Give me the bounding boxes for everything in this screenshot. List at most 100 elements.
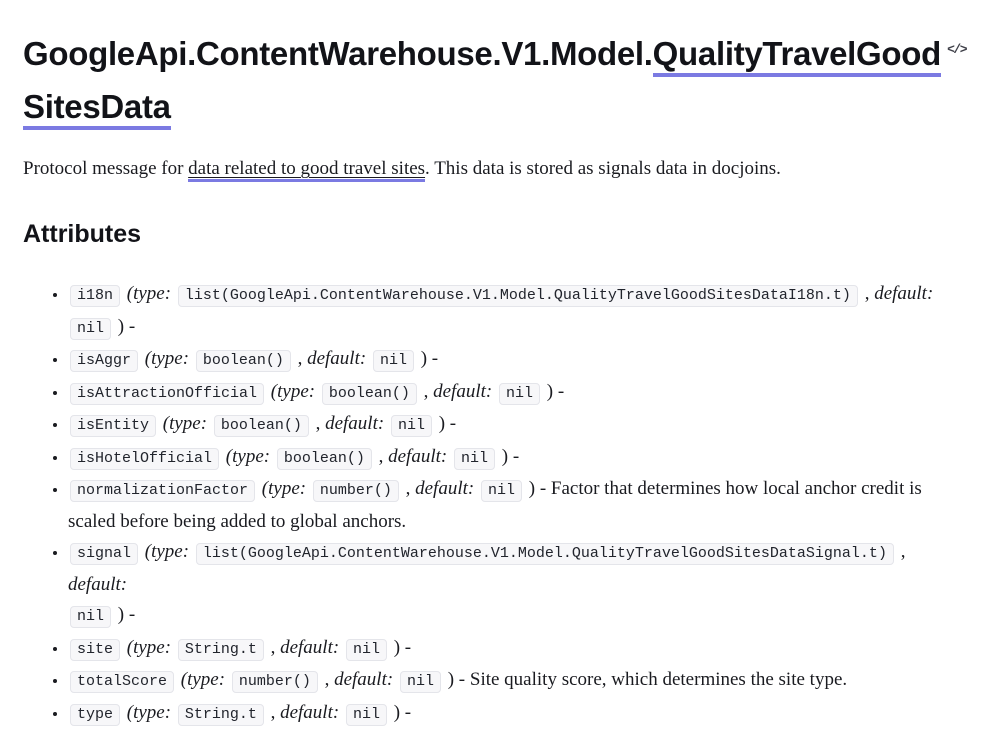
type-label: (type:	[225, 445, 271, 467]
attribute-default-code: nil	[372, 350, 414, 372]
attribute-item: signal (type: list(GoogleApi.ContentWare…	[68, 537, 962, 633]
close-paren: )	[528, 478, 536, 499]
close-paren: )	[447, 669, 455, 690]
comma: ,	[270, 701, 276, 723]
dash: -	[404, 636, 412, 658]
type-label: (type:	[144, 541, 190, 562]
comma: ,	[405, 478, 411, 499]
open-paren: (	[225, 445, 233, 467]
close-paren: )	[420, 348, 428, 369]
default-label: default:	[415, 478, 475, 499]
close-paren: )	[501, 445, 509, 467]
default-label: default:	[280, 636, 340, 658]
attribute-name-code: type	[70, 703, 121, 726]
comma: ,	[900, 541, 906, 562]
default-label: default:	[325, 413, 385, 434]
close-paren: )	[438, 413, 446, 434]
type-label: (type:	[180, 669, 226, 690]
attribute-name-code: isHotelOfficial	[70, 447, 220, 470]
page-title: GoogleApi.ContentWarehouse.V1.Model.Qual…	[23, 27, 967, 133]
attribute-default-code: nil	[345, 638, 387, 661]
dash: -	[128, 315, 136, 337]
attribute-default-code: nil	[399, 671, 441, 693]
attribute-name-code: normalizationFactor	[70, 480, 256, 502]
attribute-description: Site quality score, which determines the…	[465, 669, 848, 690]
type-label: (type:	[162, 413, 208, 434]
type-label: (type:	[270, 380, 316, 402]
close-paren: )	[393, 636, 401, 658]
attribute-default-code: nil	[498, 382, 540, 405]
open-paren: (	[126, 636, 134, 658]
attribute-type-code: boolean()	[213, 415, 309, 437]
open-paren: (	[144, 541, 152, 562]
attribute-type-code: number()	[231, 671, 318, 693]
dash: -	[449, 413, 457, 434]
attribute-name-code: isAttractionOfficial	[70, 382, 265, 405]
attribute-item: totalScore (type: number() , default: ni…	[68, 665, 962, 698]
attribute-item: isEntity (type: boolean() , default: nil…	[68, 409, 962, 442]
type-label: (type:	[126, 701, 172, 723]
attribute-name-code: isEntity	[70, 415, 157, 437]
description-prefix: Protocol message for	[23, 158, 189, 179]
attribute-default-code: nil	[345, 703, 387, 726]
attribute-name-code: isAggr	[70, 350, 139, 372]
attribute-item: isAttractionOfficial (type: boolean() , …	[68, 377, 962, 410]
attribute-description: Factor that determines how local anchor …	[68, 478, 922, 532]
attribute-default-code: nil	[70, 606, 112, 628]
default-label: default:	[307, 348, 367, 369]
attribute-type-code: number()	[312, 480, 399, 502]
open-paren: (	[144, 348, 152, 369]
attribute-default-code: nil	[70, 317, 112, 340]
type-label: (type:	[126, 283, 172, 304]
attribute-type-code: boolean()	[276, 447, 372, 470]
attribute-type-code: boolean()	[195, 350, 291, 372]
dash: -	[557, 380, 565, 402]
attribute-default-code: nil	[480, 480, 522, 502]
close-paren: )	[546, 380, 554, 402]
close-paren: )	[117, 315, 125, 337]
default-label: default:	[280, 701, 340, 723]
title-prefix: GoogleApi.ContentWarehouse.V1.Model.	[23, 35, 653, 72]
open-paren: (	[261, 478, 269, 499]
attribute-item: i18n (type: list(GoogleApi.ContentWareho…	[68, 279, 962, 344]
view-source-icon[interactable]: </>	[947, 42, 967, 57]
default-label: default:	[334, 669, 394, 690]
attributes-list: i18n (type: list(GoogleApi.ContentWareho…	[23, 279, 962, 730]
comma: ,	[423, 380, 429, 402]
close-paren: )	[117, 604, 125, 625]
title-module-link[interactable]: QualityTravelGoodSitesData	[23, 35, 941, 130]
comma: ,	[270, 636, 276, 658]
attribute-item: isAggr (type: boolean() , default: nil )…	[68, 344, 962, 377]
description-link[interactable]: data related to good travel sites	[188, 158, 426, 182]
attribute-default-code: nil	[390, 415, 432, 437]
default-label: default:	[68, 573, 128, 595]
default-label: default:	[388, 445, 448, 467]
open-paren: (	[270, 380, 278, 402]
dash: -	[128, 604, 136, 625]
attribute-name-code: signal	[70, 543, 139, 565]
dash: -	[458, 669, 466, 690]
comma: ,	[324, 669, 330, 690]
attribute-item: site (type: String.t , default: nil ) -	[68, 633, 962, 666]
type-label: (type:	[144, 348, 190, 369]
type-label: (type:	[126, 636, 172, 658]
attribute-type-code: list(GoogleApi.ContentWarehouse.V1.Model…	[177, 285, 858, 307]
open-paren: (	[162, 413, 170, 434]
dash: -	[404, 701, 412, 723]
comma: ,	[864, 283, 870, 304]
attribute-item: isHotelOfficial (type: boolean() , defau…	[68, 442, 962, 475]
default-label: default:	[874, 283, 934, 304]
attribute-type-code: String.t	[177, 638, 264, 661]
dash: -	[431, 348, 439, 369]
attribute-name-code: site	[70, 638, 121, 661]
comma: ,	[378, 445, 384, 467]
attributes-heading: Attributes	[23, 220, 142, 248]
attribute-item: type (type: String.t , default: nil ) -	[68, 698, 962, 731]
description-suffix: . This data is stored as signals data in…	[425, 158, 781, 179]
comma: ,	[315, 413, 321, 434]
attribute-name-code: i18n	[70, 285, 121, 307]
type-label: (type:	[261, 478, 307, 499]
attribute-name-code: totalScore	[70, 671, 175, 693]
description: Protocol message for data related to goo…	[23, 154, 962, 183]
